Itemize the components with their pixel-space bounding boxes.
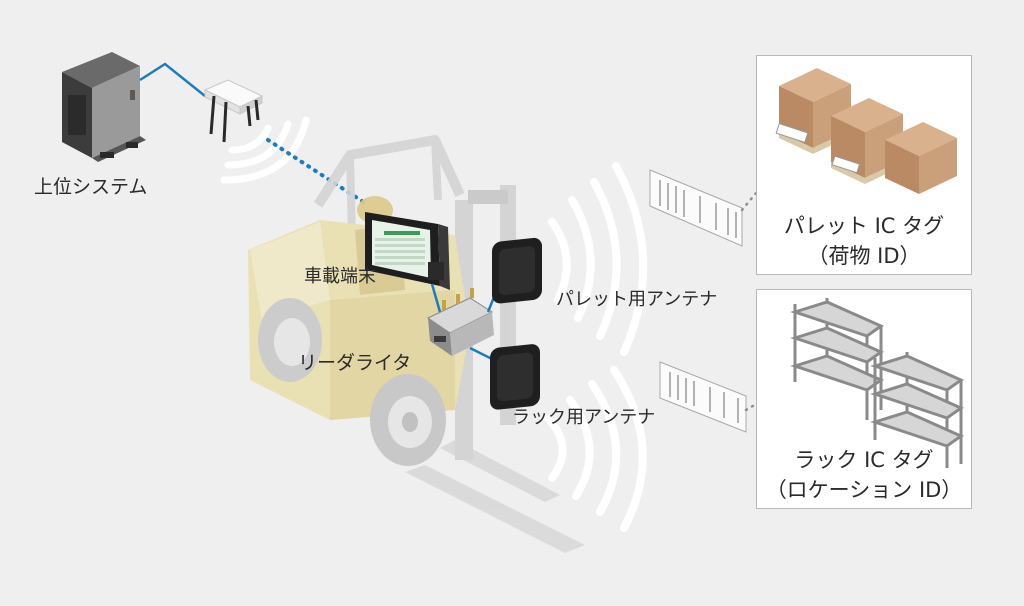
pallet-ic-tag-icon bbox=[649, 169, 743, 247]
pallet-antenna-icon bbox=[492, 237, 542, 304]
host-system-label: 上位システム bbox=[34, 176, 148, 198]
rack-tag-subtitle: （ロケーション ID） bbox=[765, 478, 963, 502]
cable-server-ap bbox=[139, 62, 206, 97]
rack-antenna-signal bbox=[544, 366, 647, 532]
rack-tag-title: ラック IC タグ bbox=[794, 448, 934, 472]
rack-ic-tag-icon bbox=[659, 361, 747, 433]
box-stack-3 bbox=[885, 122, 957, 194]
pallet-antenna-label: パレット用アンテナ bbox=[556, 289, 718, 310]
pallet-tag-title: パレット IC タグ bbox=[783, 214, 945, 238]
access-point-icon bbox=[203, 79, 264, 143]
pallet-antenna-signal bbox=[548, 162, 648, 356]
rack-antenna-icon bbox=[490, 344, 540, 410]
pallet-tag-panel: パレット IC タグ （荷物 ID） bbox=[756, 55, 972, 275]
rack-shelves-illustration bbox=[790, 298, 965, 468]
server-icon bbox=[62, 52, 146, 162]
rack-tag-panel: ラック IC タグ （ロケーション ID） bbox=[756, 289, 972, 509]
pallet-tag-subtitle: （荷物 ID） bbox=[807, 244, 921, 268]
reader-writer-icon bbox=[426, 288, 494, 356]
reader-writer-label: リーダライタ bbox=[298, 352, 412, 374]
vehicle-terminal-label: 車載端末 bbox=[304, 266, 376, 287]
wifi-signal-icon bbox=[220, 116, 310, 184]
cable-terminal-reader bbox=[430, 283, 442, 313]
pallet-boxes-illustration bbox=[775, 68, 957, 194]
rack-antenna-label: ラック用アンテナ bbox=[512, 407, 656, 428]
vehicle-terminal-icon bbox=[365, 212, 450, 290]
